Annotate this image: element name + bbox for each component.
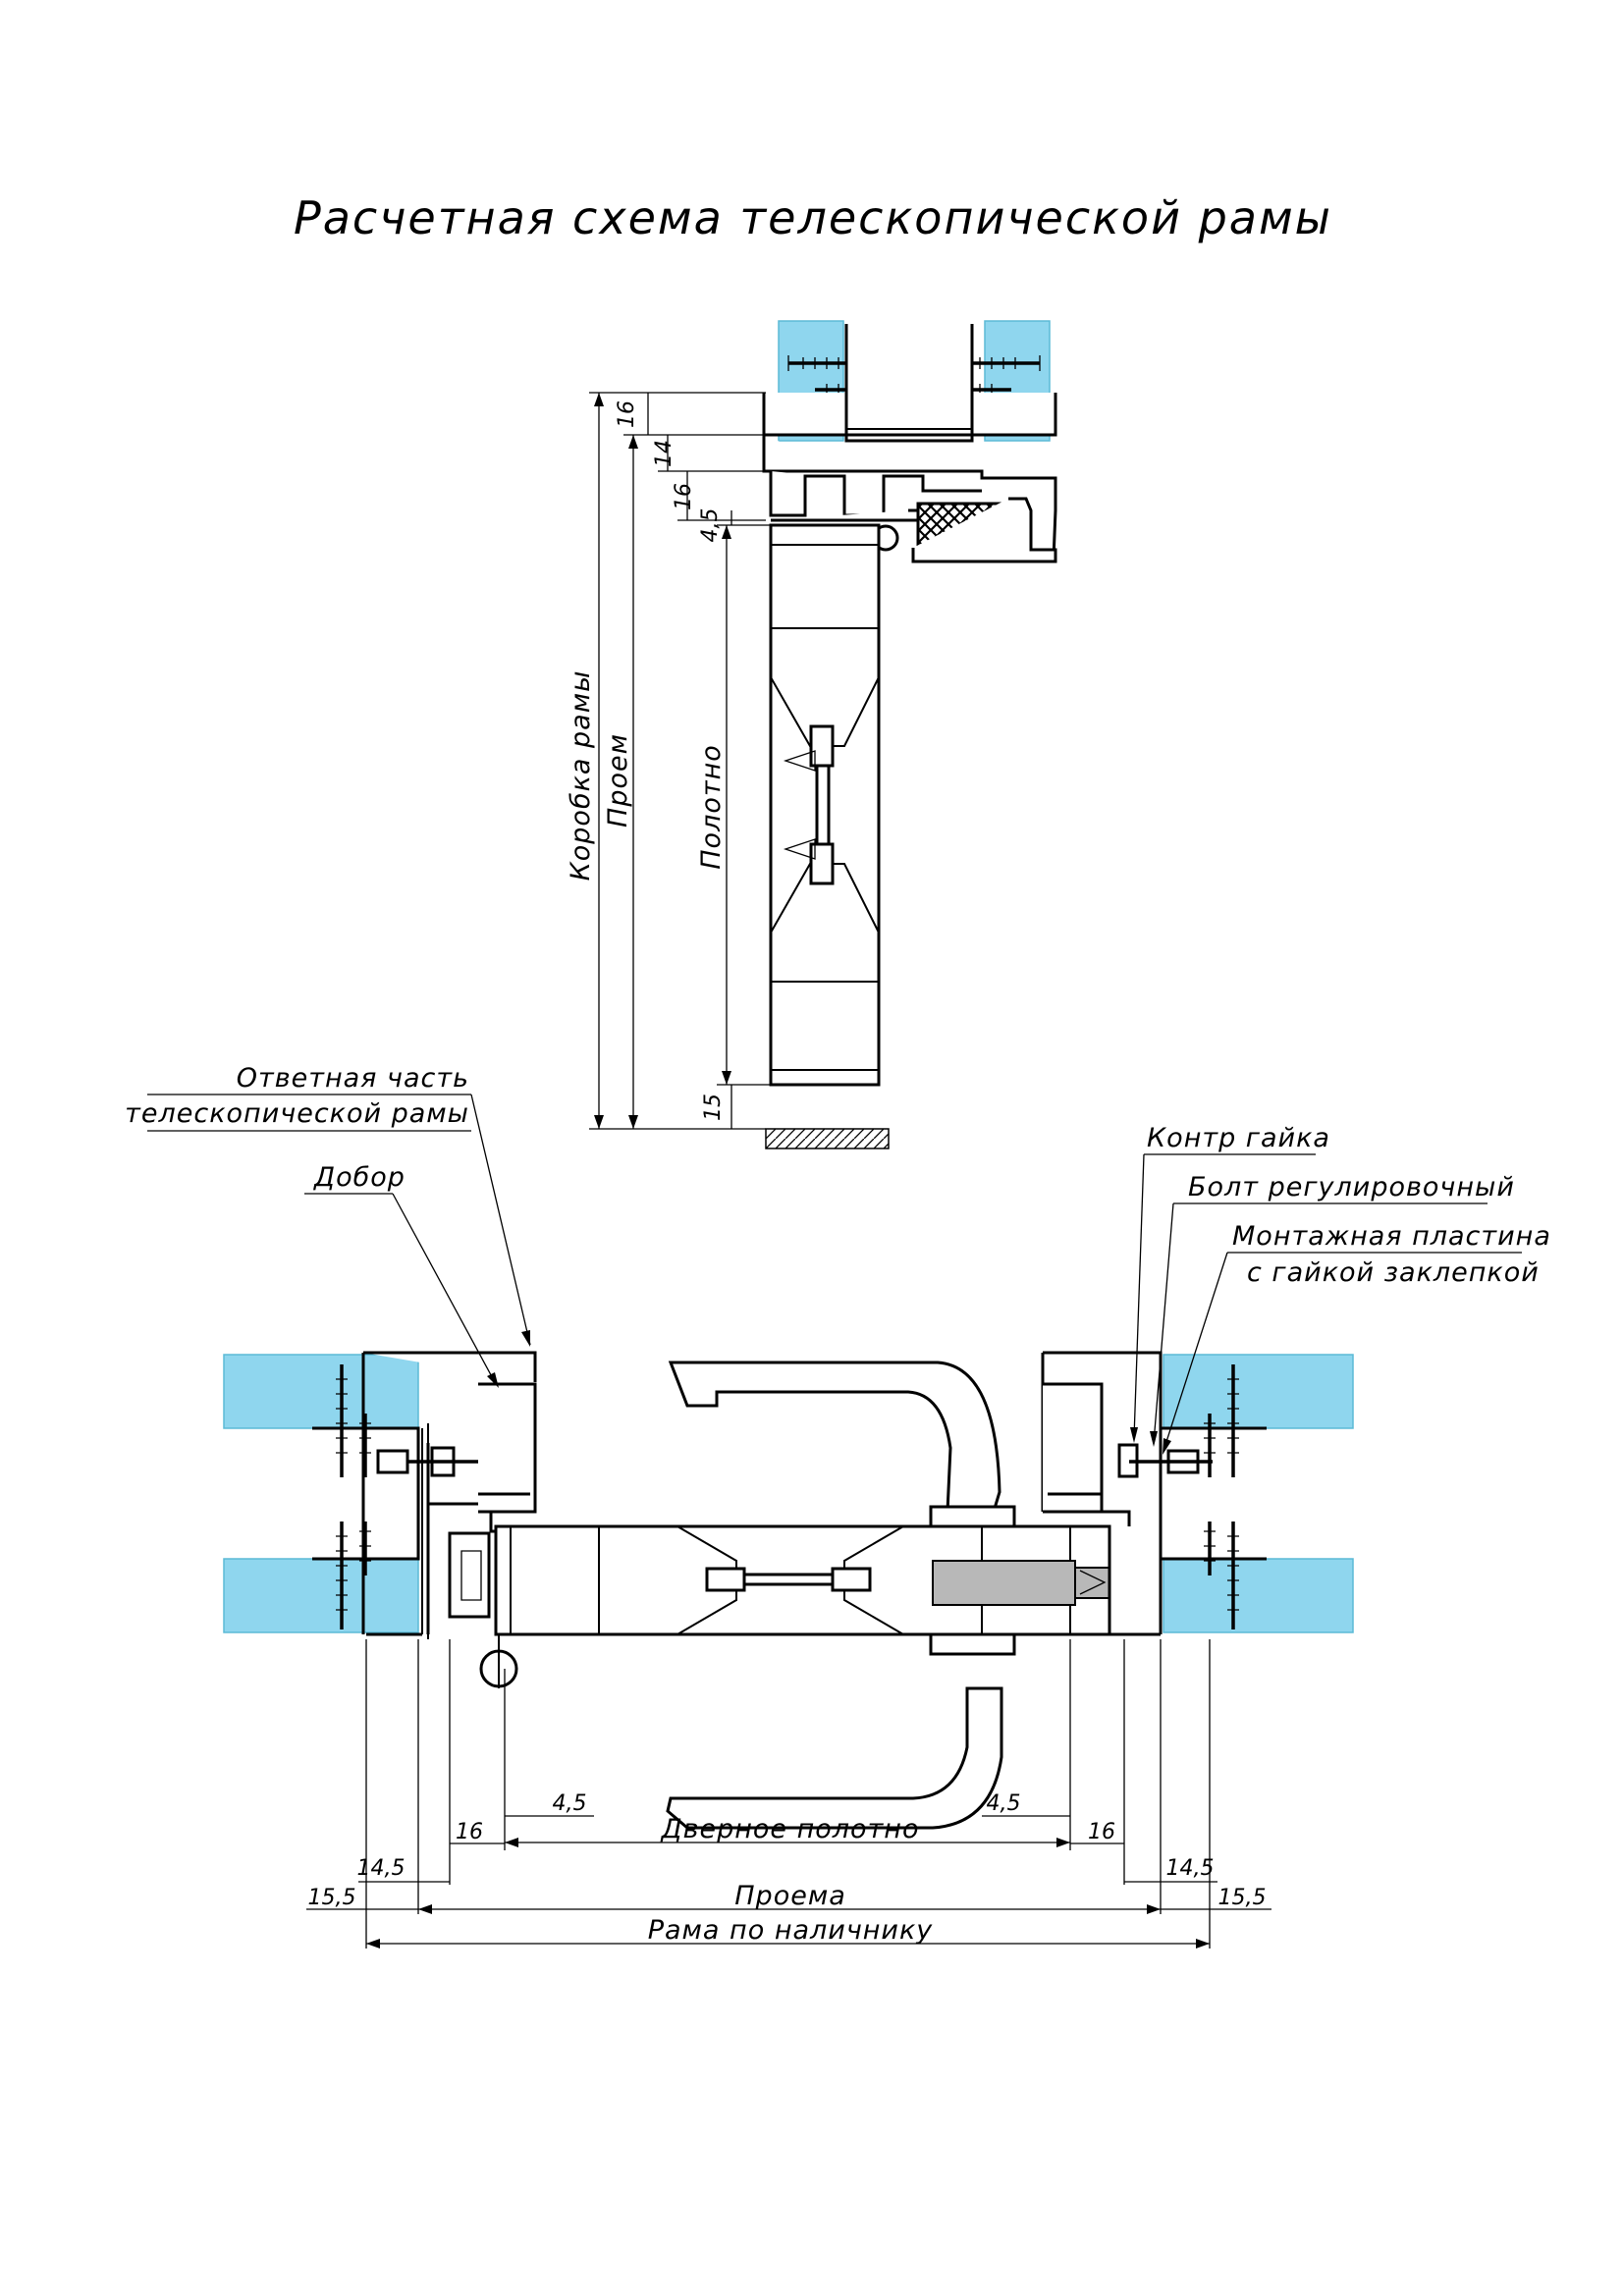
- callout-plastina-line2: с гайкой заклепкой: [1247, 1257, 1540, 1288]
- proem-label: Проем: [603, 733, 633, 828]
- dim-16-top: 16: [615, 400, 639, 428]
- horizontal-section: Ответная часть телескопической рамы Добо…: [125, 1063, 1551, 1949]
- glass-panel: [223, 1558, 419, 1633]
- lock-body: [932, 1560, 1076, 1606]
- dim-4-5-right: 4,5: [987, 1791, 1021, 1816]
- dim-dvernoe-polotno: Дверное полотно: [661, 1814, 920, 1844]
- dim-4-5: 4,5: [698, 508, 723, 543]
- screw-icon: [359, 1414, 371, 1477]
- callout-dobor: Добор: [313, 1162, 406, 1193]
- door-handle[interactable]: [668, 1361, 1001, 1514]
- page-title: Расчетная схема телескопической рамы: [294, 191, 1332, 244]
- screw-icon: [1204, 1522, 1216, 1575]
- polotno-label: Полотно: [696, 744, 727, 870]
- floor-hatch: [765, 1128, 890, 1149]
- callout-kontr-gaika: Контр гайка: [1147, 1123, 1330, 1153]
- dim-15: 15: [701, 1094, 726, 1121]
- dim-14-5-right: 14,5: [1166, 1856, 1215, 1881]
- callout-otvetnaya-line1: Ответная часть: [237, 1063, 469, 1094]
- korobka-label: Коробка рамы: [566, 670, 596, 881]
- door-handle[interactable]: [666, 1686, 1003, 1830]
- dim-16-left: 16: [456, 1820, 483, 1844]
- dim-14-5-left: 14,5: [357, 1856, 406, 1881]
- callout-bolt: Болт регулировочный: [1188, 1172, 1515, 1202]
- dim-16-right: 16: [1088, 1820, 1115, 1844]
- screw-icon: [1227, 1522, 1239, 1629]
- glass-panel: [223, 1354, 419, 1429]
- dim-rama-po-nalichniku: Рама по наличнику: [648, 1915, 934, 1946]
- screw-icon: [359, 1522, 371, 1575]
- dim-15-5-right: 15,5: [1218, 1886, 1267, 1910]
- glass-panel: [1163, 1354, 1354, 1429]
- screw-icon: [1227, 1364, 1239, 1477]
- callout-plastina-line1: Монтажная пластина: [1232, 1221, 1551, 1252]
- screw-icon: [336, 1364, 348, 1477]
- vertical-section: Коробка рамы Проем Полотно 16 14 16 4,5 …: [566, 320, 1057, 1149]
- glass-panel: [1163, 1558, 1354, 1633]
- dim-4-5-left: 4,5: [553, 1791, 587, 1816]
- dim-proema: Проема: [734, 1881, 846, 1911]
- dim-15-5-left: 15,5: [308, 1886, 356, 1910]
- screw-icon: [336, 1522, 348, 1629]
- dim-14: 14: [652, 440, 676, 467]
- dim-16-mid: 16: [672, 483, 696, 510]
- screw-icon: [1204, 1414, 1216, 1477]
- callout-otvetnaya-line2: телескопической рамы: [125, 1098, 469, 1129]
